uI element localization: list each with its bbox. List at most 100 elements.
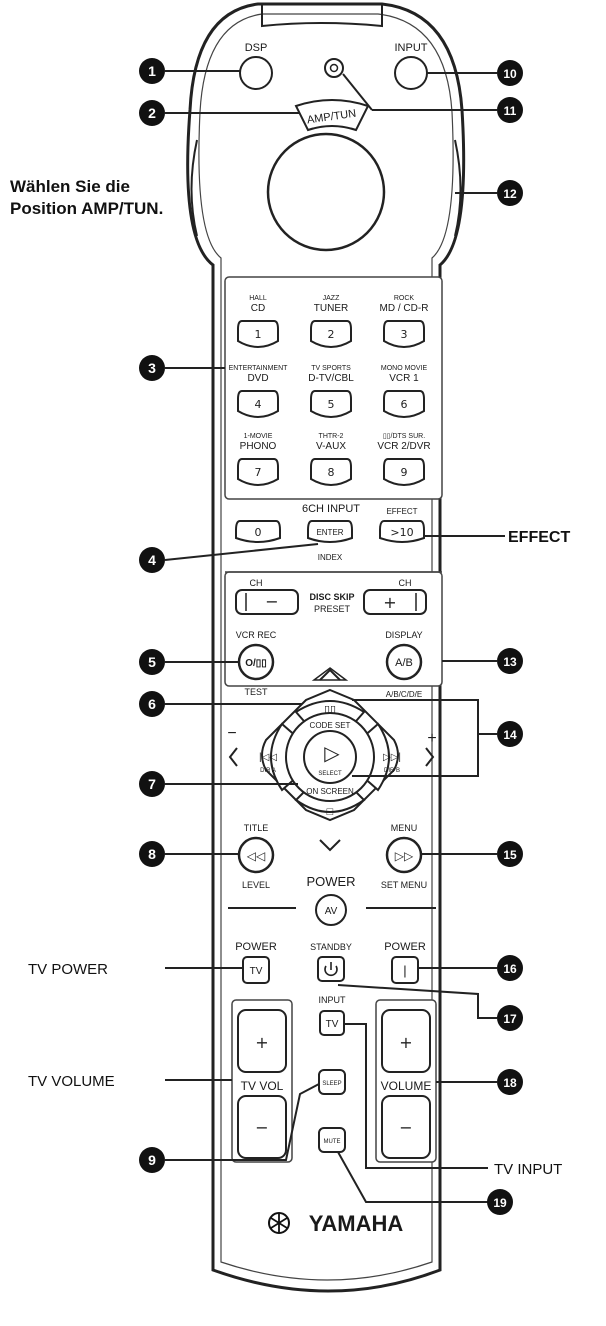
on-screen-label: ON SCREEN xyxy=(306,787,354,796)
callout-1-marker xyxy=(139,58,165,84)
callout-18-number: 18 xyxy=(503,1076,517,1090)
callout-17-marker xyxy=(497,1005,523,1031)
ir-indicator-led xyxy=(324,58,344,78)
numpad-key-9-source-label: VCR 2/DVR xyxy=(377,441,430,452)
callout-16-number: 16 xyxy=(503,962,517,976)
title-label: TITLE xyxy=(244,823,269,833)
enter-button[interactable] xyxy=(307,520,353,543)
callout-9-number: 9 xyxy=(148,1152,156,1168)
amp-tun-selector[interactable] xyxy=(294,99,370,132)
callout-5-number: 5 xyxy=(148,654,156,670)
tv-input-side-label: TV INPUT xyxy=(494,1161,562,1178)
effect-ten-button[interactable] xyxy=(379,520,425,543)
select-button[interactable] xyxy=(303,730,357,784)
display-label: DISPLAY xyxy=(385,630,422,640)
stop-symbol: □ xyxy=(327,806,334,818)
mute-button[interactable] xyxy=(318,1127,346,1153)
preset-label: PRESET xyxy=(314,604,351,614)
ch-minus-button[interactable] xyxy=(235,589,299,615)
numpad-key-6-button[interactable] xyxy=(383,390,425,418)
zero-button[interactable] xyxy=(235,520,281,543)
numpad-key-2-number: 2 xyxy=(328,328,335,341)
numpad-key-8-button[interactable] xyxy=(310,458,352,486)
numpad-key-3-number: 3 xyxy=(401,328,408,341)
input-label: INPUT xyxy=(395,42,428,54)
sleep-button[interactable] xyxy=(318,1069,346,1095)
callout-12-marker xyxy=(497,180,523,206)
callout-7-number: 7 xyxy=(148,776,156,792)
tv-volume-down-button[interactable] xyxy=(237,1095,287,1159)
numpad-key-4-button[interactable] xyxy=(237,390,279,418)
standby-button[interactable] xyxy=(317,956,345,982)
callout-15-marker xyxy=(497,841,523,867)
input-tv-caption: INPUT xyxy=(319,995,347,1005)
numpad-key-8-mode-label: THTR-2 xyxy=(319,433,344,440)
dpad-plus: + xyxy=(427,730,436,747)
menu-label: MENU xyxy=(391,823,418,833)
callout-19-number: 19 xyxy=(493,1196,507,1210)
volume-plus: + xyxy=(399,1033,412,1052)
numpad-key-1-button[interactable] xyxy=(237,320,279,348)
callout-3-number: 3 xyxy=(148,360,156,376)
callout-11-marker xyxy=(497,97,523,123)
enter-label: ENTER xyxy=(316,528,343,537)
callout-6-marker xyxy=(139,691,165,717)
power-on-symbol: | xyxy=(403,963,406,978)
callout-6-number: 6 xyxy=(148,696,156,712)
volume-up-button[interactable] xyxy=(381,1009,431,1073)
callout-1-number: 1 xyxy=(148,63,156,79)
rotary-dial[interactable] xyxy=(266,132,386,252)
callout-8-number: 8 xyxy=(148,846,156,862)
vcr-rec-label: VCR REC xyxy=(236,630,277,640)
dsp-button[interactable] xyxy=(239,56,273,90)
tv-vol-plus: + xyxy=(255,1033,268,1052)
numpad-key-1-source-label: CD xyxy=(251,303,265,314)
set-menu-label: SET MENU xyxy=(381,880,427,890)
effect-small-label: EFFECT xyxy=(386,507,417,516)
numpad-key-5-source-label: D-TV/CBL xyxy=(308,373,354,384)
callout-13-marker xyxy=(497,648,523,674)
six-ch-input-label: 6CH INPUT xyxy=(302,503,360,515)
numpad-key-7-button[interactable] xyxy=(237,458,279,486)
numpad-key-5-mode-label: TV SPORTS xyxy=(311,365,351,372)
tv-input-symbol: TV xyxy=(326,1019,339,1030)
volume-down-button[interactable] xyxy=(381,1095,431,1159)
numpad-key-2-source-label: TUNER xyxy=(314,303,348,314)
callout-9-marker xyxy=(139,1147,165,1173)
tv-power-button[interactable] xyxy=(242,956,270,984)
numpad-key-4-mode-label: ENTERTAINMENT xyxy=(229,365,289,372)
display-ab-button[interactable] xyxy=(385,643,423,681)
numpad-key-3-mode-label: ROCK xyxy=(394,295,415,302)
numpad-key-5-button[interactable] xyxy=(310,390,352,418)
av-symbol: AV xyxy=(325,906,338,917)
callout-10-number: 10 xyxy=(503,67,517,81)
callout-4-number: 4 xyxy=(148,552,156,568)
disc-skip-label: DISC SKIP xyxy=(309,592,354,602)
power-on-button[interactable] xyxy=(391,956,419,984)
brand-name: YAMAHA xyxy=(309,1211,404,1236)
power-caption: POWER xyxy=(384,941,426,953)
ch-plus-symbol: + xyxy=(383,593,396,612)
dir-b-label: DIR B xyxy=(384,768,400,774)
callout-17-number: 17 xyxy=(503,1012,517,1026)
tv-volume-up-button[interactable] xyxy=(237,1009,287,1073)
numpad-key-3-button[interactable] xyxy=(383,320,425,348)
display-ab-symbol: A/B xyxy=(395,657,413,669)
test-label: TEST xyxy=(244,687,268,697)
power-av-button[interactable] xyxy=(315,894,347,926)
callout-15-number: 15 xyxy=(503,848,517,862)
ch-minus-symbol: − xyxy=(265,592,278,611)
ch-plus-button[interactable] xyxy=(363,589,427,615)
next-symbol: ▷▷| xyxy=(383,752,401,763)
volume-label: VOLUME xyxy=(381,1079,432,1093)
prev-symbol: |◁◁ xyxy=(259,752,277,763)
numpad-key-9-button[interactable] xyxy=(383,458,425,486)
input-button[interactable] xyxy=(394,56,428,90)
numpad-key-2-button[interactable] xyxy=(310,320,352,348)
numpad-key-8-source-label: V-AUX xyxy=(316,441,346,452)
callout-14-marker xyxy=(497,721,523,747)
numpad-key-9-mode-label: ▯▯/DTS SUR. xyxy=(383,433,425,440)
callout-13-number: 13 xyxy=(503,655,517,669)
callout-11-number: 11 xyxy=(504,104,517,118)
